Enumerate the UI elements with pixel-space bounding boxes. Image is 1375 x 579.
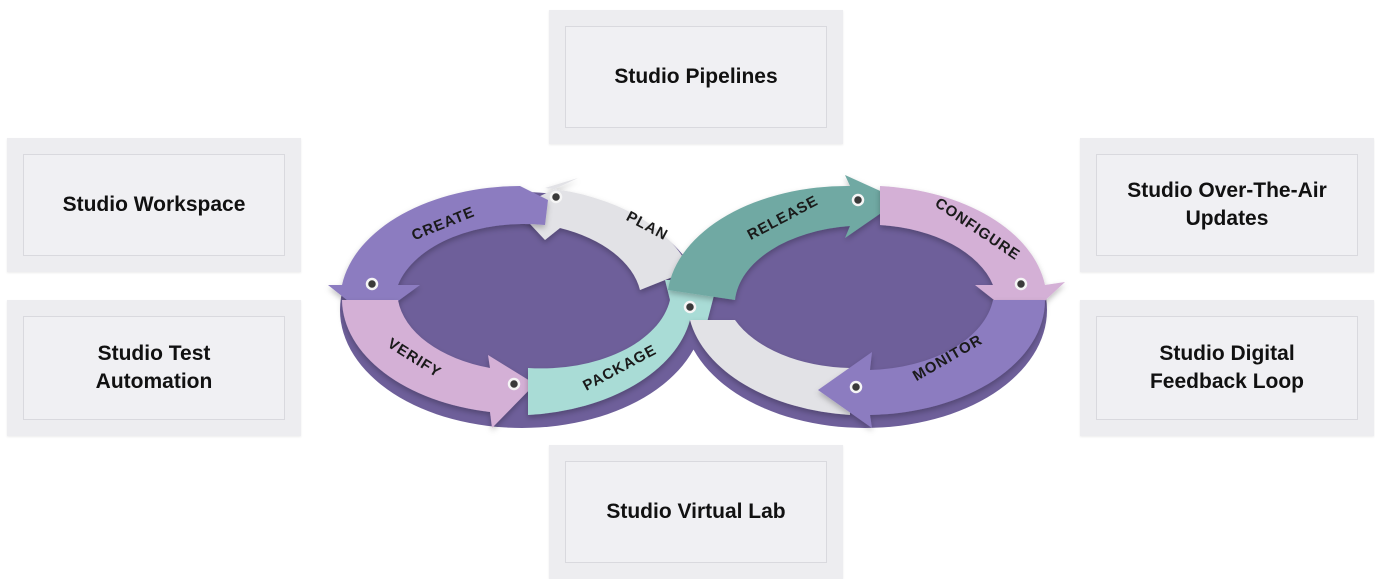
dot-create: [365, 277, 379, 291]
segment-verify: [342, 300, 535, 428]
card-studio-ota-updates: Studio Over-The-Air Updates: [1080, 138, 1374, 272]
card-studio-virtual-lab: Studio Virtual Lab: [549, 445, 843, 579]
card-studio-digital-feedback-loop: Studio Digital Feedback Loop: [1080, 300, 1374, 436]
dot-monitor: [849, 380, 863, 394]
card-studio-test-automation: Studio Test Automation: [7, 300, 301, 436]
card-label: Studio Test Automation: [95, 342, 213, 393]
card-studio-workspace: Studio Workspace: [7, 138, 301, 272]
segment-plan: [515, 178, 690, 290]
segment-release: [668, 175, 900, 300]
card-label: Studio Over-The-Air Updates: [1127, 179, 1327, 230]
segment-dots: [365, 190, 1028, 394]
segment-monitor: [818, 300, 1045, 428]
dot-verify: [507, 377, 521, 391]
card-label: Studio Workspace: [62, 193, 246, 216]
segment-package: [528, 280, 718, 415]
card-label: Studio Virtual Lab: [606, 500, 786, 523]
dot-package: [683, 300, 697, 314]
dot-plan: [549, 190, 563, 204]
segment-crossover-gray: [690, 320, 850, 415]
card-studio-pipelines: Studio Pipelines: [549, 10, 843, 144]
card-label: Studio Digital Feedback Loop: [1149, 342, 1305, 393]
card-label: Studio Pipelines: [614, 65, 778, 88]
segment-create: [328, 186, 548, 320]
dot-release: [851, 193, 865, 207]
dot-configure: [1014, 277, 1028, 291]
